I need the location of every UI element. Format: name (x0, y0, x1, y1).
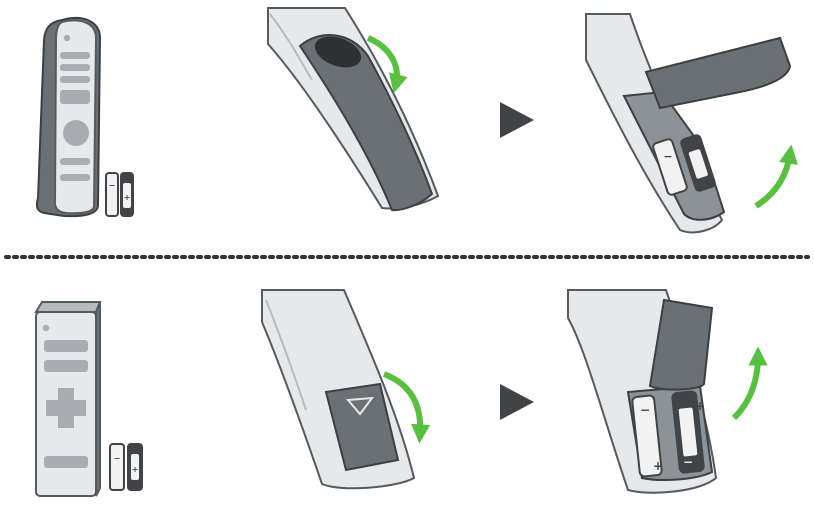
row-magic-remote: − + − + (37, 8, 790, 232)
svg-text:+: + (689, 148, 698, 161)
svg-text:+: + (132, 465, 139, 474)
magic-remote-open-view: − + (586, 14, 790, 232)
svg-text:−: − (640, 403, 650, 417)
svg-text:−: − (114, 454, 121, 463)
standard-remote-back-view (262, 290, 414, 488)
svg-text:+: + (695, 399, 705, 413)
svg-text:+: + (653, 459, 663, 473)
magic-remote-icon (37, 18, 100, 216)
minus-symbol: − (109, 181, 116, 190)
plus-symbol: + (124, 193, 131, 202)
standard-remote-open-view: − + + − (568, 290, 716, 493)
svg-text:−: − (683, 455, 693, 469)
triangle-right-icon (500, 384, 534, 420)
curved-arrow-icon (756, 154, 790, 206)
row-standard-remote: − + − + + − (36, 290, 758, 496)
curved-arrow-icon (734, 356, 758, 418)
battery-pair-icon: − + (106, 173, 133, 216)
triangle-right-icon (500, 102, 534, 138)
magic-remote-back-view (268, 8, 438, 210)
svg-text:−: − (663, 150, 672, 163)
standard-remote-icon (36, 302, 100, 496)
battery-pair-icon: − + (110, 444, 142, 490)
